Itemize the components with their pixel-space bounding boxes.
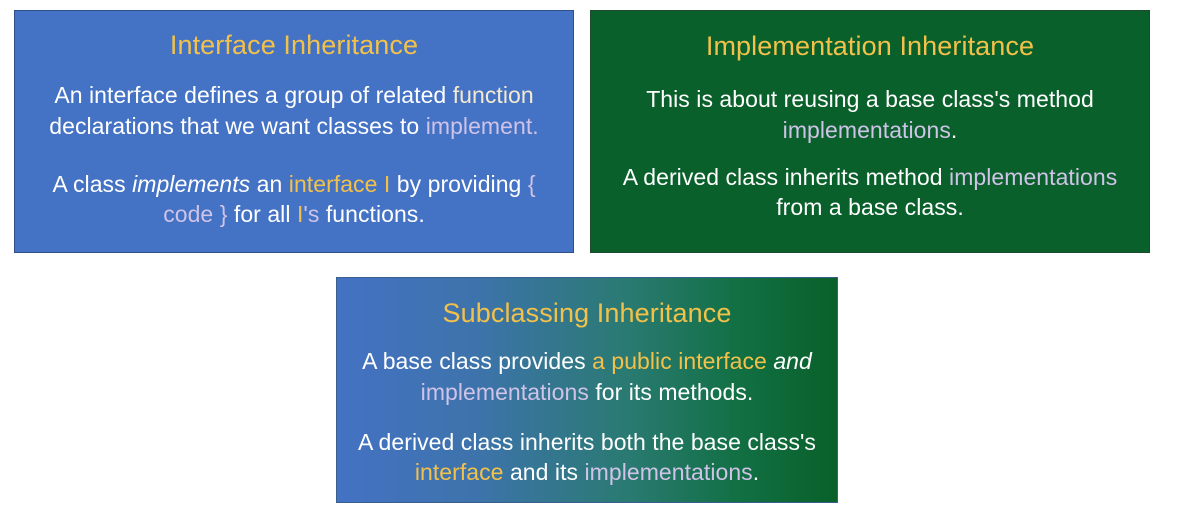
- keyword-implementations: implementations: [584, 459, 753, 486]
- panel-paragraph-base-class-provides: A base class provides a public interface…: [347, 346, 827, 407]
- panel-paragraph-class-implements: A class implements an interface I by pro…: [25, 169, 563, 230]
- text-segment: .: [752, 459, 760, 486]
- panel-paragraph-interface-definition: An interface defines a group of related …: [25, 80, 563, 141]
- text-segment: This is about reusing a base class's met…: [646, 86, 1094, 113]
- keyword-function: function: [452, 82, 534, 109]
- keyword-code-block: { code }: [163, 171, 536, 228]
- text-segment: declarations that we want classes to: [49, 112, 426, 139]
- text-segment: A derived class inherits method: [622, 164, 950, 191]
- keyword-implementations: implementations: [420, 378, 589, 405]
- text-segment: An interface defines a group of related: [54, 82, 453, 109]
- panel-implementation-inheritance: Implementation Inheritance This is about…: [590, 10, 1150, 253]
- keyword-implements: implements: [132, 171, 251, 198]
- text-segment: an: [250, 171, 289, 198]
- text-segment: A base class provides: [362, 348, 593, 375]
- keyword-i: I: [296, 201, 304, 228]
- text-segment: functions.: [319, 201, 425, 228]
- keyword-public-interface: a public interface: [592, 348, 767, 375]
- text-segment: for its methods.: [588, 378, 754, 405]
- panel-title-subclassing-inheritance: Subclassing Inheritance: [442, 298, 732, 328]
- text-segment: A derived class inherits both the base c…: [358, 429, 816, 456]
- keyword-and: and: [773, 348, 812, 375]
- text-segment: and its: [503, 459, 585, 486]
- text-segment: for all: [227, 201, 297, 228]
- keyword-interface: interface: [414, 459, 504, 486]
- keyword-implement: implement: [425, 112, 533, 139]
- text-segment: .: [950, 116, 958, 143]
- panel-paragraph-reusing-method-implementations: This is about reusing a base class's met…: [605, 84, 1135, 145]
- text-segment: by providing: [390, 171, 528, 198]
- text-segment: from a base class.: [776, 194, 964, 221]
- text-segment: .: [532, 112, 539, 139]
- text-segment: A class: [52, 171, 133, 198]
- panel-interface-inheritance: Interface Inheritance An interface defin…: [14, 10, 574, 253]
- keyword-possessive-s: 's: [303, 201, 320, 228]
- keyword-implementations: implementations: [949, 164, 1118, 191]
- keyword-interface-i: interface I: [288, 171, 391, 198]
- panel-subclassing-inheritance: Subclassing Inheritance A base class pro…: [336, 277, 838, 503]
- panel-paragraph-derived-inherits-both: A derived class inherits both the base c…: [347, 427, 827, 488]
- panel-title-interface-inheritance: Interface Inheritance: [169, 30, 419, 60]
- panel-paragraph-derived-class-inherits: A derived class inherits method implemen…: [605, 162, 1135, 223]
- keyword-implementations: implementations: [782, 116, 951, 143]
- panel-title-implementation-inheritance: Implementation Inheritance: [705, 31, 1035, 61]
